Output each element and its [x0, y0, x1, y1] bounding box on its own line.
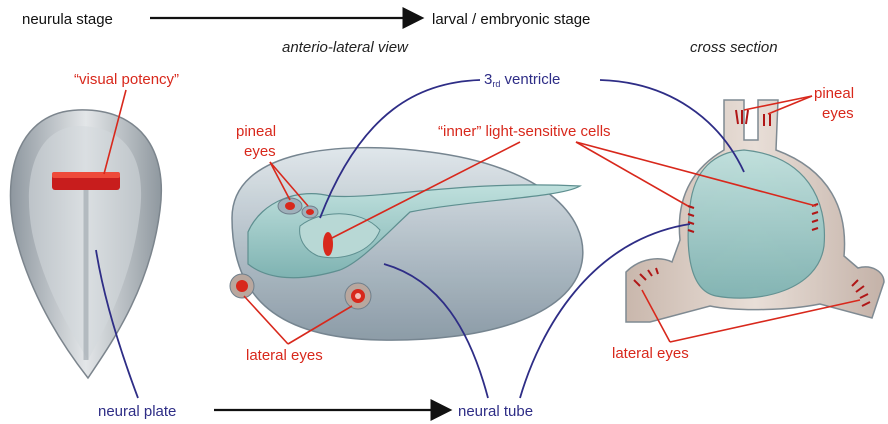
neural-plate-label: neural plate [98, 403, 176, 420]
third-ventricle-label: 3rd ventricle [484, 71, 560, 89]
pineal-eyes-right-label-line2: eyes [822, 105, 854, 122]
inner-cells-leader-left-wall [576, 142, 688, 206]
neural-plate-figure [10, 110, 161, 378]
neural-tube-label: neural tube [458, 403, 533, 420]
pineal-eye-left-b [306, 209, 314, 215]
lateral-eyes-middle-label: lateral eyes [246, 347, 323, 364]
inner-cells-patch-body [323, 232, 333, 256]
pineal-eye-left-a [285, 202, 295, 210]
anterio-lateral-view-label: anterio-lateral view [282, 39, 409, 56]
cross-section-figure [626, 100, 884, 322]
lateral-eyes-right-label: lateral eyes [612, 345, 689, 362]
neurula-stage-label: neurula stage [22, 11, 113, 28]
larval-stage-label: larval / embryonic stage [432, 11, 590, 28]
pineal-eyes-right-label-line1: pineal [814, 85, 854, 102]
lateral-eye-left-body [236, 280, 248, 292]
pineal-eyes-middle-label-line1: pineal [236, 123, 276, 140]
ventricle-word: ventricle [500, 71, 560, 88]
visual-potency-label: “visual potency” [74, 71, 179, 88]
inner-cells-label: “inner” light-sensitive cells [438, 123, 611, 140]
cross-section-label: cross section [690, 39, 778, 56]
pineal-eyes-middle-label-line2: eyes [244, 143, 276, 160]
ventricle-ordinal-suffix: rd [492, 79, 500, 89]
ventricle-number: 3 [484, 71, 492, 88]
